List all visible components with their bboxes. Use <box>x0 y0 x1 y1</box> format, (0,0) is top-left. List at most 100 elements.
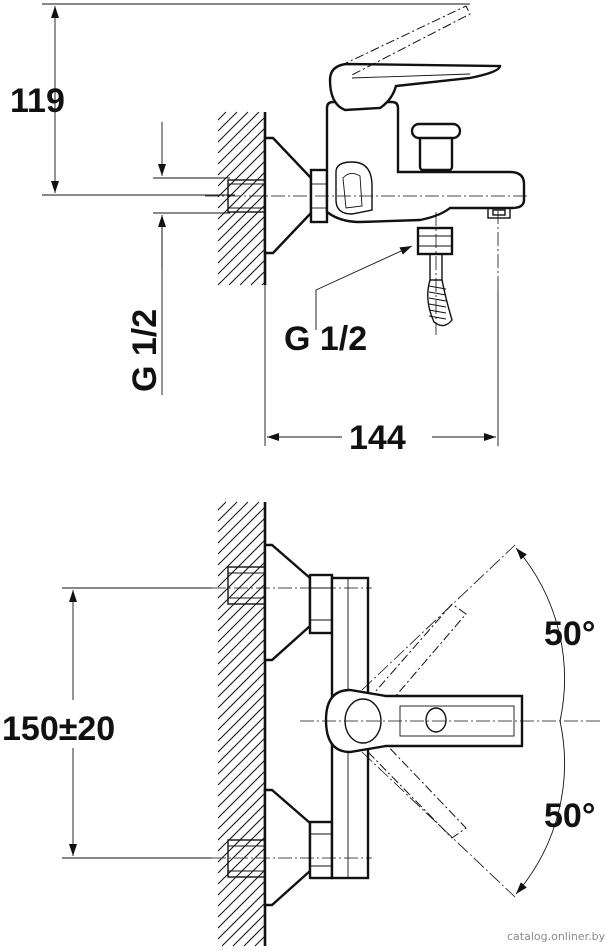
hatch-line <box>217 127 266 176</box>
hatch-line <box>217 111 227 121</box>
hatch-line <box>217 803 266 852</box>
hatch-line <box>217 726 266 775</box>
angle-up-label: 50° <box>544 615 595 653</box>
shower-outlet-nut <box>416 226 454 256</box>
hatch-line <box>217 616 266 665</box>
hatch-line <box>217 111 249 143</box>
dim-119-label: 119 <box>10 82 65 120</box>
hatch-line <box>243 924 266 947</box>
nut-upper <box>308 573 334 635</box>
hatch-line <box>217 759 266 808</box>
hatch-line <box>254 935 266 947</box>
hatch-line <box>217 204 266 253</box>
hose-rib <box>428 309 447 314</box>
hatch-line <box>217 880 266 929</box>
escutcheon-upper <box>263 543 312 662</box>
hatch-line <box>217 825 266 874</box>
dim-g-side-label: G 1/2 <box>126 309 164 392</box>
angle-arc-down <box>515 720 565 895</box>
hose-rib <box>428 303 447 308</box>
hatch-line <box>217 506 266 555</box>
watermark: catalog.onliner.by <box>507 930 606 943</box>
hatch-line <box>217 792 266 841</box>
hatch-line <box>217 215 266 264</box>
hatch-line <box>217 149 266 198</box>
hatch-line <box>217 836 266 885</box>
dim-144-label: 144 <box>349 419 406 457</box>
hatch-line <box>217 501 238 522</box>
hatch-line <box>217 501 260 544</box>
hatch-line <box>217 501 249 533</box>
hatch-line <box>217 748 266 797</box>
angle-down-label: 50° <box>544 797 595 835</box>
escutcheon-lower <box>263 788 312 907</box>
shower-hose <box>427 279 453 327</box>
lever-ghost-up <box>339 5 471 77</box>
hatch-line <box>232 913 266 947</box>
hatch-line <box>217 627 266 676</box>
hatch-line <box>217 528 266 577</box>
escutcheon-top <box>263 136 313 255</box>
hatch-line <box>217 605 266 654</box>
hatch-line <box>217 182 266 231</box>
front-view: 150±20 50° 50° <box>2 501 600 947</box>
centerline-down-50 <box>361 751 516 898</box>
diverter-side <box>335 161 373 215</box>
hatch-line <box>217 858 266 907</box>
hose-rib <box>428 315 447 320</box>
centerline-up-50 <box>361 544 516 691</box>
dim-g-outlet-leader <box>315 245 413 330</box>
hatch-line <box>221 902 266 947</box>
hatch-line <box>217 226 266 275</box>
nut-lower <box>308 820 334 880</box>
hatch-line <box>217 869 266 918</box>
diverter-knob-cap <box>410 122 462 140</box>
hatch-line <box>217 561 266 610</box>
hatch-line <box>217 682 266 731</box>
wall-hatch-top <box>217 111 266 286</box>
hatch-line <box>217 649 266 698</box>
lever-ghost-down <box>367 739 467 839</box>
hatch-line <box>217 814 266 863</box>
hose-rib <box>428 297 447 302</box>
hose-rib <box>428 291 447 296</box>
hatch-line <box>217 550 266 599</box>
angle-arc-up <box>515 547 565 722</box>
hatch-line <box>217 847 266 896</box>
hatch-line <box>217 671 266 720</box>
hatch-line <box>217 583 266 632</box>
hatch-line <box>217 539 266 588</box>
hatch-line <box>217 704 266 753</box>
hatch-line <box>217 160 266 209</box>
hatch-line <box>217 715 266 764</box>
hatch-line <box>217 501 227 511</box>
hatch-line <box>217 770 266 819</box>
hatch-line <box>217 572 266 621</box>
hose-rib <box>428 285 447 290</box>
spout-outlet <box>487 207 511 219</box>
hatch-line <box>217 594 266 643</box>
wall-hatch-bottom <box>217 501 266 947</box>
hatch-line <box>217 111 260 154</box>
hatch-line <box>228 248 266 286</box>
side-view: 119 G 1/2 <box>10 3 530 457</box>
hatch-line <box>217 517 266 566</box>
hatch-line <box>217 693 266 742</box>
hatch-line <box>217 737 266 786</box>
hatch-line <box>239 259 266 286</box>
hatch-line <box>217 111 238 132</box>
hatch-line <box>217 660 266 709</box>
diverter-knob <box>418 134 454 172</box>
lever-ghost-up <box>367 603 467 713</box>
dim-150-label: 150±20 <box>2 710 115 748</box>
dim-g-outlet-label: G 1/2 <box>284 320 367 358</box>
hatch-line <box>217 638 266 687</box>
hatch-line <box>217 193 266 242</box>
hatch-line <box>217 891 266 940</box>
hatch-line <box>217 237 266 286</box>
lever-handle-side <box>328 62 502 112</box>
hatch-line <box>217 116 266 165</box>
hatch-line <box>217 781 266 830</box>
hatch-line <box>250 270 266 286</box>
